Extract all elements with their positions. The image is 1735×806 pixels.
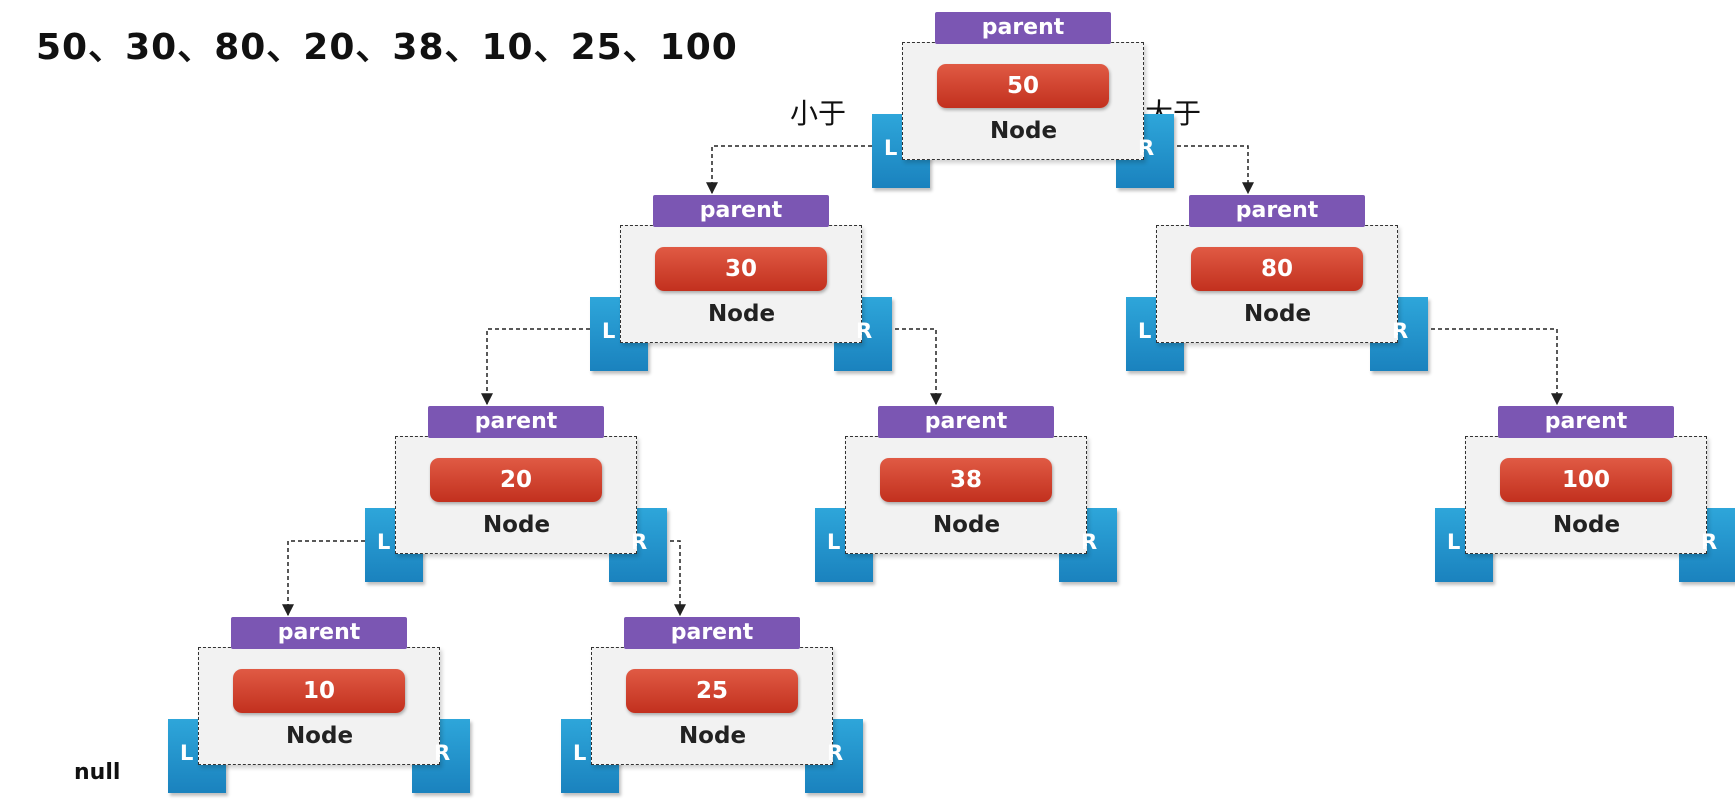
node-label: Node — [678, 723, 747, 749]
tree-node-30: parent 30 Node L R — [590, 195, 892, 371]
node-label: Node — [285, 723, 354, 749]
parent-pointer-tag: parent — [1498, 406, 1674, 438]
right-label: R — [434, 741, 451, 765]
parent-pointer-tag: parent — [653, 195, 829, 227]
node-label: Node — [1552, 512, 1621, 538]
node-value: 25 — [626, 669, 798, 713]
node-value: 20 — [430, 458, 602, 502]
node-value: 50 — [937, 64, 1109, 108]
left-label: L — [573, 741, 587, 765]
tree-node-25: parent 25 Node L R — [561, 617, 863, 793]
edge-50-30 — [706, 145, 872, 195]
edge-30-38 — [832, 328, 942, 406]
node-value: 10 — [233, 669, 405, 713]
left-label: L — [377, 530, 391, 554]
left-label: L — [602, 319, 616, 343]
node-label: Node — [1243, 301, 1312, 327]
left-label: L — [1447, 530, 1461, 554]
tree-node-20: parent 20 Node L R — [365, 406, 667, 582]
node-label: Node — [932, 512, 1001, 538]
tree-node-38: parent 38 Node L R — [815, 406, 1117, 582]
left-label: L — [884, 136, 898, 160]
tree-node-80: parent 80 Node L R — [1126, 195, 1428, 371]
right-label: R — [1138, 136, 1155, 160]
right-label: R — [856, 319, 873, 343]
node-label: Node — [989, 118, 1058, 144]
parent-pointer-tag: parent — [624, 617, 800, 649]
parent-pointer-tag: parent — [1189, 195, 1365, 227]
edge-20-10 — [282, 540, 365, 617]
edge-30-20 — [481, 328, 590, 406]
parent-pointer-tag: parent — [231, 617, 407, 649]
node-value: 30 — [655, 247, 827, 291]
left-label: L — [180, 741, 194, 765]
parent-pointer-tag: parent — [935, 12, 1111, 44]
tree-node-10: parent 10 Node L R — [168, 617, 470, 793]
right-label: R — [1701, 530, 1718, 554]
right-label: R — [827, 741, 844, 765]
parent-pointer-tag: parent — [878, 406, 1054, 438]
right-label: R — [1392, 319, 1409, 343]
right-label: R — [1081, 530, 1098, 554]
parent-pointer-tag: parent — [428, 406, 604, 438]
less-than-label: 小于 — [790, 97, 847, 130]
left-label: L — [827, 530, 841, 554]
node-value: 100 — [1500, 458, 1672, 502]
edge-80-100 — [1368, 328, 1563, 406]
tree-node-100: parent 100 Node L R — [1435, 406, 1735, 582]
null-label: null — [74, 760, 121, 785]
insertion-sequence: 50、30、80、20、38、10、25、100 — [36, 27, 738, 68]
right-label: R — [631, 530, 648, 554]
node-label: Node — [482, 512, 551, 538]
node-value: 80 — [1191, 247, 1363, 291]
node-label: Node — [707, 301, 776, 327]
node-value: 38 — [880, 458, 1052, 502]
left-label: L — [1138, 319, 1152, 343]
tree-node-50: parent 50 Node L R — [872, 12, 1174, 188]
